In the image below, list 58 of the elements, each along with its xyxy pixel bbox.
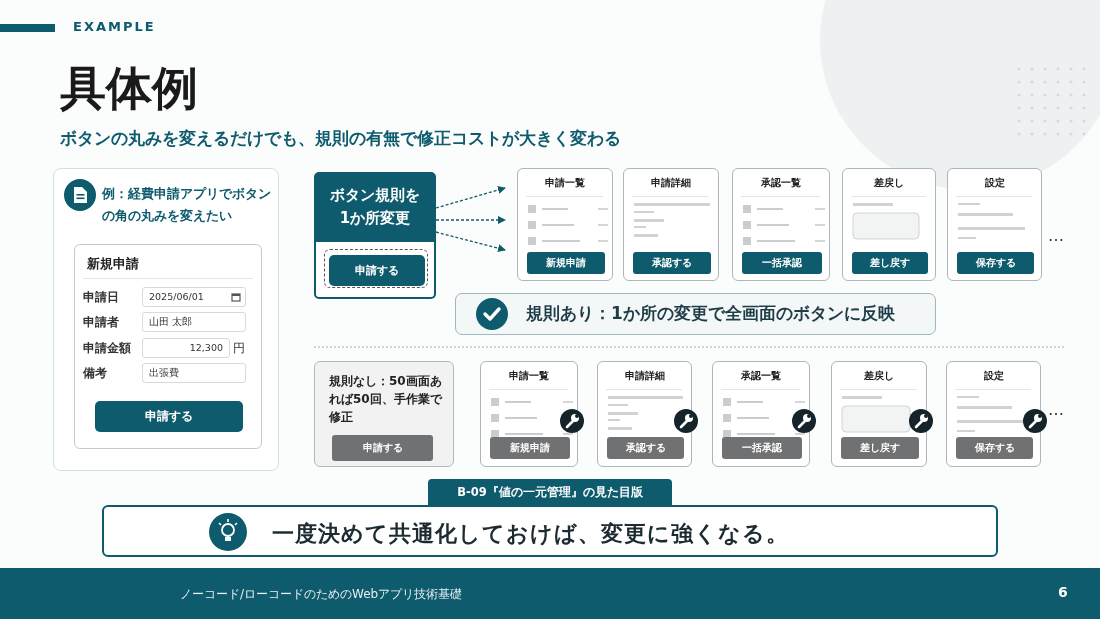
screen-button: 差し戻す (841, 437, 919, 459)
box-heading: ボタン規則を1か所変更 (329, 185, 421, 229)
card-title: 申請一覧 (544, 176, 586, 190)
screen-button: 保存する (957, 252, 1034, 274)
arrow (435, 186, 506, 209)
card-title: 申請詳細 (650, 176, 692, 190)
card-title: 設定 (983, 176, 1006, 190)
screen-button: 承認する (607, 437, 684, 459)
input-field: 山田 太郎 (142, 312, 246, 332)
submit-button: 申請する (95, 401, 243, 432)
sample-button: 申請する (329, 255, 425, 286)
key-message: 一度決めて共通化しておけば、変更に強くなる。 (272, 520, 789, 548)
arrow (435, 216, 506, 224)
field-label: 申請日 (83, 289, 119, 306)
banner-text: 規則あり：1か所の変更で全画面のボタンに反映 (526, 302, 895, 325)
section-label: EXAMPLE (73, 19, 156, 34)
screen-button: 承認する (633, 252, 711, 274)
screen-card (517, 168, 613, 281)
screen-button: 一括承認 (742, 252, 822, 274)
card-title: 設定 (982, 369, 1005, 383)
screen-card (623, 168, 719, 281)
card-title: 差戻し (863, 369, 895, 383)
screen-button: 保存する (956, 437, 1033, 459)
input-field: 12,300 (142, 338, 230, 358)
subtitle: ボタンの丸みを変えるだけでも、規則の有無で修正コストが大きく変わる (60, 127, 621, 150)
arrow (435, 231, 506, 253)
result-banner (455, 293, 936, 335)
footer-text: ノーコード/ローコードのためのWebアプリ技術基礎 (180, 586, 463, 603)
page-number: 6 (1058, 584, 1068, 600)
screen-button: 新規申請 (527, 252, 605, 274)
screen-card (842, 168, 936, 281)
key-message-box (102, 505, 998, 557)
panel-heading: 例：経費申請アプリでボタンの角の丸みを変えたい (102, 185, 272, 225)
reference-tag: B-09『値の一元管理』の見た目版 (428, 479, 672, 505)
field-label: 備考 (83, 365, 107, 382)
field-label: 申請者 (83, 314, 119, 331)
card-title: 承認一覧 (760, 176, 802, 190)
screen-button: 差し戻す (852, 252, 928, 274)
form-card (74, 244, 262, 449)
card-title: 差戻し (873, 176, 905, 190)
input-field: 2025/06/01 (142, 287, 246, 307)
screen-button: 新規申請 (490, 437, 570, 459)
card-title: 承認一覧 (740, 369, 782, 383)
screen-button: 一括承認 (722, 437, 802, 459)
slide-title: 具体例 (60, 60, 198, 117)
example-panel (53, 168, 279, 471)
form-title: 新規申請 (87, 255, 139, 273)
card-title: 申請一覧 (508, 369, 550, 383)
screen-card (947, 168, 1042, 281)
screen-card (732, 168, 830, 281)
card-title: 申請詳細 (623, 369, 666, 383)
box-heading: 規則なし：50画面あれば50回、手作業で修正 (329, 373, 444, 426)
field-label: 申請金額 (83, 340, 131, 357)
ellipsis: … (1048, 400, 1064, 419)
unit-label: 円 (233, 340, 245, 357)
screen-button: 申請する (332, 435, 433, 461)
input-field: 出張費 (142, 363, 246, 383)
ellipsis: … (1048, 226, 1064, 245)
